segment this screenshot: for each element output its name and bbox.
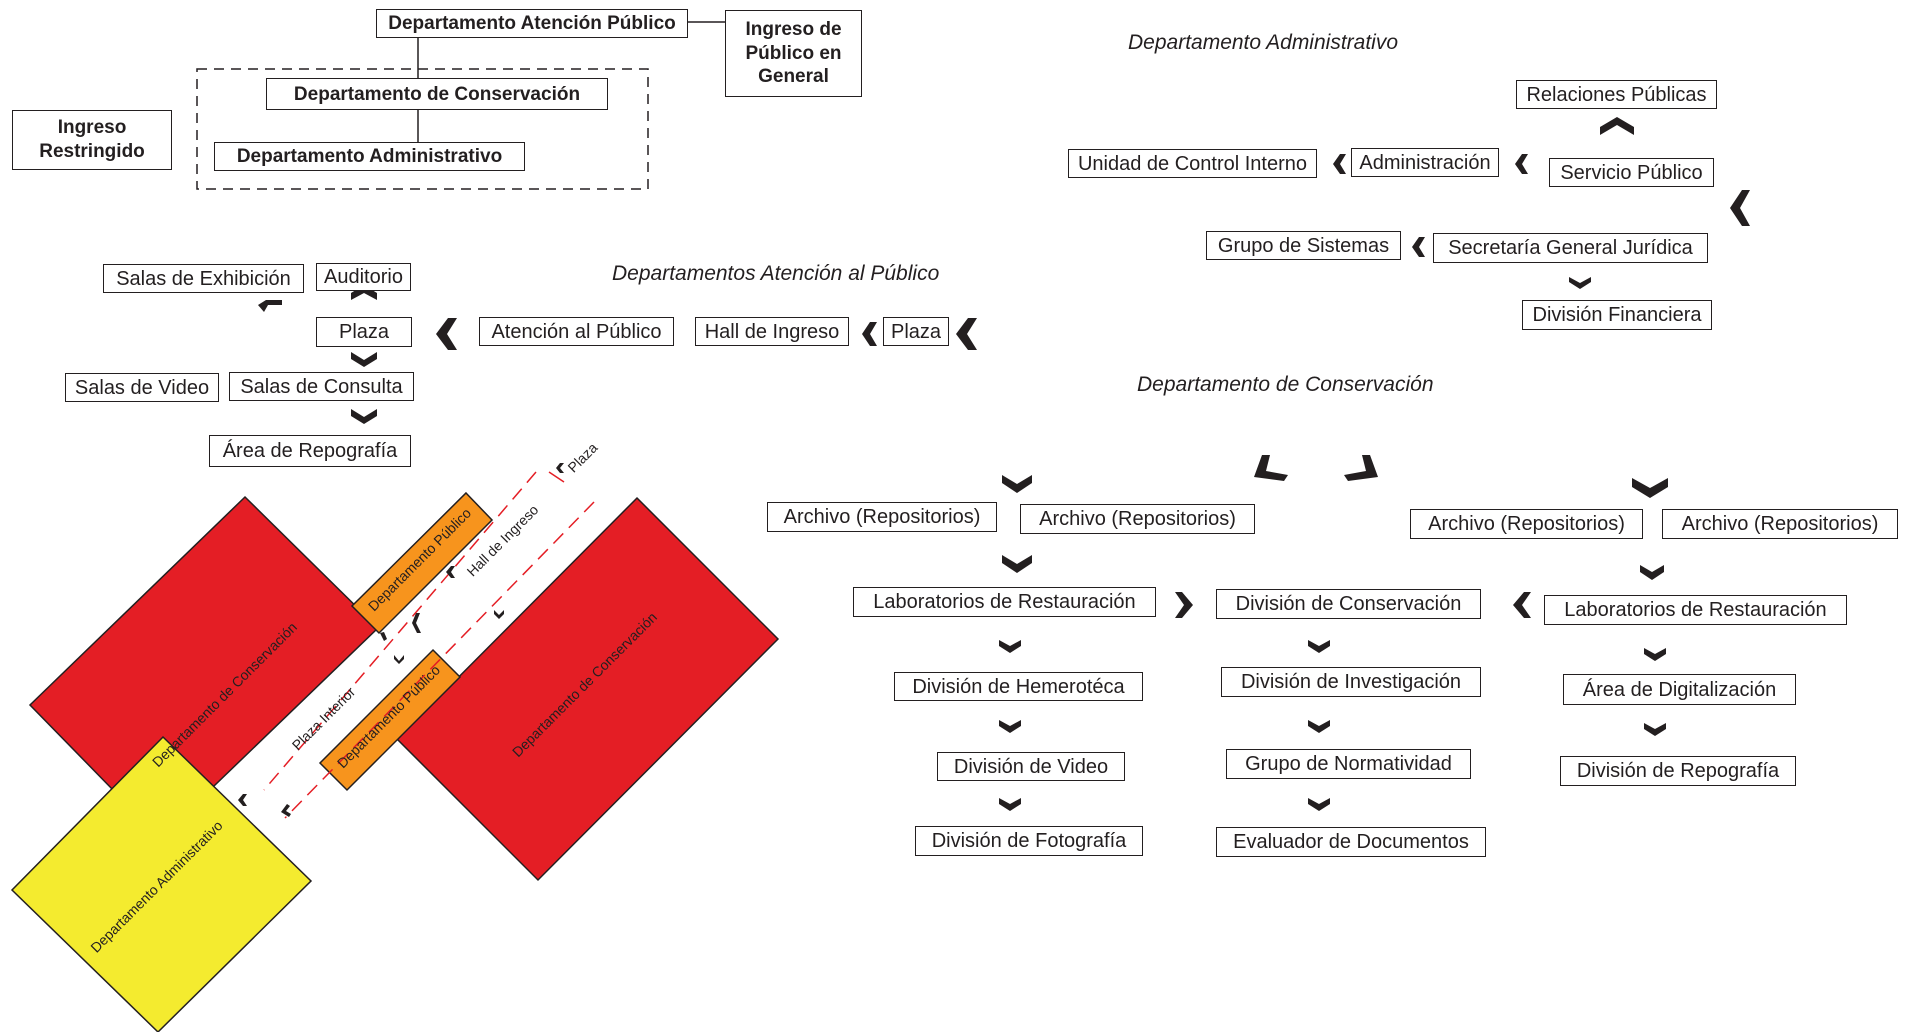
arrow-down-icon [1002,475,1032,493]
plan-label-publico-1: Departamento Público [365,505,474,614]
arrow-down-icon [1308,720,1330,733]
legend-conservacion: Departamento de Conservación [266,78,608,110]
node-salas-consulta: Salas de Consulta [229,372,414,401]
node-control-interno: Unidad de Control Interno [1068,149,1317,178]
node-archivo-2: Archivo (Repositorios) [1020,504,1255,534]
node-auditorio: Auditorio [316,263,411,291]
node-digitalizacion: Área de Digitalización [1563,674,1796,705]
legend-administrativo: Departamento Administrativo [214,142,525,171]
node-division-financiera: División Financiera [1522,300,1712,330]
admin-flow-title: Departamento Administrativo [1128,31,1399,54]
arrow-left-icon [862,322,877,346]
node-laboratorios-der: Laboratorios de Restauración [1544,595,1847,625]
plan-path-mark [548,471,565,483]
arrow-left-icon [556,463,564,473]
node-evaluador: Evaluador de Documentos [1216,827,1486,857]
plan-block-conservacion-right [395,496,780,882]
restricted-zone-dashed [196,68,649,190]
node-atencion-publico: Atención al Público [479,317,674,346]
arrow-left-icon [238,794,247,806]
plan-arrow-glyphs [238,463,564,817]
arrow-down-icon [999,640,1021,653]
plan-label-plaza: Plaza [564,439,600,475]
plan-block-publico-2 [318,648,462,792]
arrow-down-icon [394,655,404,664]
node-division-conservacion: División de Conservación [1216,589,1481,619]
arrow-down-icon [1644,648,1666,661]
arrow-diag-icon [1254,455,1288,481]
plan-block-publico-1 [350,491,494,635]
node-archivo-1: Archivo (Repositorios) [767,502,997,532]
legend-ingreso-restringido: Ingreso Restringido [12,110,172,170]
arrow-down-icon [999,720,1021,733]
plan-path-lower [284,501,595,819]
arrow-down-icon [1632,478,1668,498]
arrow-down-icon [1308,798,1330,811]
arrow-down-icon [1640,565,1664,580]
node-hall-ingreso: Hall de Ingreso [695,317,849,346]
node-division-video: División de Video [937,752,1125,781]
arrow-down-icon [351,352,377,367]
node-hemeroteca: División de Hemerotéca [894,672,1143,701]
node-administracion: Administración [1351,148,1499,177]
legend-atencion-publico: Departamento Atención Público [376,9,688,38]
arrow-diag-icon [281,804,291,817]
node-salas-exhibicion: Salas de Exhibición [103,264,304,293]
node-secretaria-juridica: Secretaría General Jurídica [1433,233,1708,263]
arrow-left-icon [956,318,977,350]
arrow-up-icon [351,285,377,300]
conservacion-flow-title: Departamento de Conservación [1137,373,1434,396]
arrow-right-icon [1175,592,1193,618]
arrow-glyphs [258,117,1750,811]
arrow-up-icon [1600,117,1634,135]
arrow-diag-icon [258,300,282,312]
arrow-down-icon [1644,723,1666,736]
arrow-down-icon [494,610,504,619]
node-area-repografia: Área de Repografía [209,435,411,467]
legend-ingreso-publico: Ingreso de Público en General [725,10,862,97]
arrow-left-icon [1412,237,1425,257]
node-investigacion: División de Investigación [1221,667,1481,697]
arrow-left-icon [446,566,455,578]
node-archivo-3: Archivo (Repositorios) [1410,509,1643,539]
arrow-down-icon [351,409,377,424]
node-laboratorios-izq: Laboratorios de Restauración [853,587,1156,617]
arrow-left-icon [1513,592,1531,618]
node-plaza-entrada: Plaza [883,317,949,346]
node-fotografia: División de Fotografía [915,826,1143,856]
plan-path-upper [263,471,537,791]
arrow-left-icon [1515,154,1528,174]
arrow-down-icon [1002,555,1032,573]
node-normatividad: Grupo de Normatividad [1226,749,1471,779]
arrow-diag-icon [1344,455,1378,481]
arrow-left-icon [1730,190,1750,226]
plan-block-administrativo [10,735,313,1032]
arrow-left-icon [412,613,421,633]
arrow-down-icon [999,798,1021,811]
node-servicio-publico: Servicio Público [1549,158,1714,187]
arrow-left-icon [1333,154,1346,174]
arrow-diag-icon [380,632,387,641]
arrow-down-icon [1308,640,1330,653]
arrow-left-icon [436,318,457,350]
node-division-repografia: División de Repografía [1560,756,1796,786]
atencion-flow-title: Departamentos Atención al Público [612,262,940,285]
node-grupo-sistemas: Grupo de Sistemas [1206,231,1401,260]
node-plaza-central: Plaza [316,317,412,347]
node-salas-video: Salas de Video [65,373,219,402]
arrow-down-icon [1569,277,1591,289]
node-relaciones-publicas: Relaciones Públicas [1516,80,1717,109]
node-archivo-4: Archivo (Repositorios) [1662,509,1898,539]
